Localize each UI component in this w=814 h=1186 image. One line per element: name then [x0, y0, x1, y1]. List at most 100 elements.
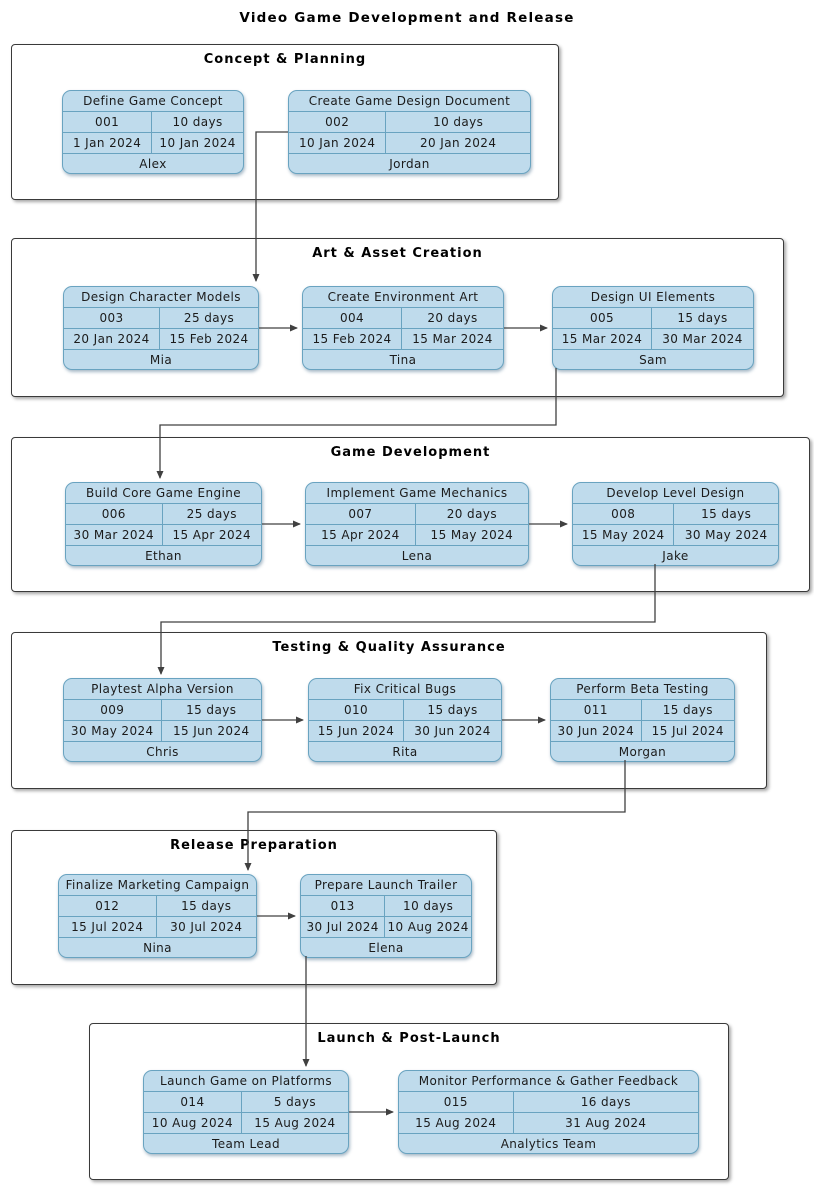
task-owner: Analytics Team — [399, 1133, 698, 1153]
task-card-012: Finalize Marketing Campaign 012 15 days 1… — [58, 874, 257, 958]
phase-label: Release Preparation — [170, 838, 338, 853]
task-owner: Sam — [553, 349, 753, 369]
task-start-date: 15 Feb 2024 — [303, 329, 402, 349]
task-duration: 15 days — [677, 311, 728, 325]
task-owner: Mia — [64, 349, 258, 369]
task-card-003: Design Character Models 003 25 days 20 Ja… — [63, 286, 259, 370]
task-duration: 5 days — [273, 1095, 317, 1109]
task-start-date: 30 Mar 2024 — [66, 525, 163, 545]
task-end-date: 15 Mar 2024 — [412, 332, 493, 346]
task-card-015: Monitor Performance & Gather Feedback 01… — [398, 1070, 699, 1154]
task-owner: Alex — [63, 153, 243, 173]
task-duration: 15 days — [181, 899, 232, 913]
phase-label: Art & Asset Creation — [312, 246, 483, 261]
task-start-date: 10 Jan 2024 — [289, 133, 387, 153]
task-name: Build Core Game Engine — [86, 486, 241, 500]
task-id: 007 — [306, 504, 416, 524]
task-duration: 10 days — [403, 899, 454, 913]
task-duration: 25 days — [183, 311, 235, 325]
task-start-date: 30 Jul 2024 — [301, 917, 386, 937]
task-id: 010 — [309, 700, 405, 720]
phase-label: Concept & Planning — [203, 52, 367, 67]
task-name: Design Character Models — [81, 290, 241, 304]
task-card-004: Create Environment Art 004 20 days 15 Feb… — [302, 286, 504, 370]
task-card-002: Create Game Design Document 002 10 days 1… — [288, 90, 531, 174]
task-owner: Jordan — [289, 153, 530, 173]
task-owner: Tina — [303, 349, 503, 369]
task-end-date: 20 Jan 2024 — [420, 136, 497, 150]
task-end-date: 15 Aug 2024 — [254, 1116, 336, 1130]
task-owner: Ethan — [66, 545, 261, 565]
diagram-title: Video Game Development and Release — [239, 10, 575, 26]
task-start-date: 15 Apr 2024 — [306, 525, 416, 545]
task-owner: Chris — [64, 741, 261, 761]
task-owner: Jake — [573, 545, 778, 565]
task-name: Create Game Design Document — [308, 94, 511, 108]
task-card-014: Launch Game on Platforms 014 5 days 10 Au… — [143, 1070, 349, 1154]
task-end-date: 15 Jun 2024 — [172, 724, 250, 738]
task-id: 008 — [573, 504, 675, 524]
task-end-date: 15 May 2024 — [430, 528, 514, 542]
task-duration: 20 days — [446, 507, 497, 521]
phase-label: Launch & Post-Launch — [317, 1031, 501, 1046]
task-start-date: 15 Jul 2024 — [59, 917, 157, 937]
task-duration: 15 days — [662, 703, 713, 717]
task-name: Develop Level Design — [606, 486, 745, 500]
task-owner: Rita — [309, 741, 501, 761]
task-name: Design UI Elements — [590, 290, 716, 304]
task-id: 012 — [59, 896, 157, 916]
task-card-013: Prepare Launch Trailer 013 10 days 30 Jul… — [300, 874, 472, 958]
task-end-date: 15 Apr 2024 — [172, 528, 252, 542]
task-duration: 15 days — [701, 507, 752, 521]
task-owner: Nina — [59, 937, 256, 957]
task-end-date: 30 Jul 2024 — [170, 920, 243, 934]
task-card-008: Develop Level Design 008 15 days 15 May 2… — [572, 482, 779, 566]
task-start-date: 15 Mar 2024 — [553, 329, 652, 349]
task-duration: 10 days — [172, 115, 223, 129]
task-start-date: 15 May 2024 — [573, 525, 675, 545]
task-id: 005 — [553, 308, 652, 328]
phase-label: Game Development — [330, 445, 491, 460]
task-duration: 10 days — [433, 115, 484, 129]
task-id: 011 — [551, 700, 642, 720]
task-id: 009 — [64, 700, 162, 720]
task-name: Finalize Marketing Campaign — [65, 878, 250, 892]
phase-label: Testing & Quality Assurance — [272, 640, 506, 655]
task-end-date: 30 Jun 2024 — [414, 724, 491, 738]
task-start-date: 20 Jan 2024 — [64, 329, 161, 349]
task-end-date: 30 May 2024 — [684, 528, 768, 542]
task-name: Define Game Concept — [83, 94, 223, 108]
task-id: 003 — [64, 308, 161, 328]
task-duration: 25 days — [186, 507, 237, 521]
task-card-011: Perform Beta Testing 011 15 days 30 Jun 2… — [550, 678, 735, 762]
task-end-date: 31 Aug 2024 — [565, 1116, 647, 1130]
task-owner: Team Lead — [144, 1133, 348, 1153]
task-id: 014 — [144, 1092, 242, 1112]
task-end-date: 15 Feb 2024 — [169, 332, 249, 346]
task-id: 013 — [301, 896, 386, 916]
task-start-date: 10 Aug 2024 — [144, 1113, 242, 1133]
task-owner: Morgan — [551, 741, 734, 761]
task-id: 002 — [289, 112, 387, 132]
task-name: Fix Critical Bugs — [353, 682, 457, 696]
task-name: Playtest Alpha Version — [91, 682, 234, 696]
task-name: Launch Game on Platforms — [159, 1074, 333, 1088]
task-id: 004 — [303, 308, 402, 328]
task-card-007: Implement Game Mechanics 007 20 days 15 A… — [305, 482, 529, 566]
task-end-date: 30 Mar 2024 — [662, 332, 743, 346]
task-name: Create Environment Art — [327, 290, 479, 304]
task-duration: 20 days — [427, 311, 478, 325]
task-name: Perform Beta Testing — [576, 682, 709, 696]
task-start-date: 30 Jun 2024 — [551, 721, 642, 741]
task-name: Monitor Performance & Gather Feedback — [418, 1074, 679, 1088]
task-owner: Elena — [301, 937, 471, 957]
task-end-date: 15 Jul 2024 — [651, 724, 724, 738]
task-name: Implement Game Mechanics — [326, 486, 508, 500]
task-start-date: 30 May 2024 — [64, 721, 162, 741]
task-duration: 15 days — [427, 703, 478, 717]
task-name: Prepare Launch Trailer — [314, 878, 458, 892]
